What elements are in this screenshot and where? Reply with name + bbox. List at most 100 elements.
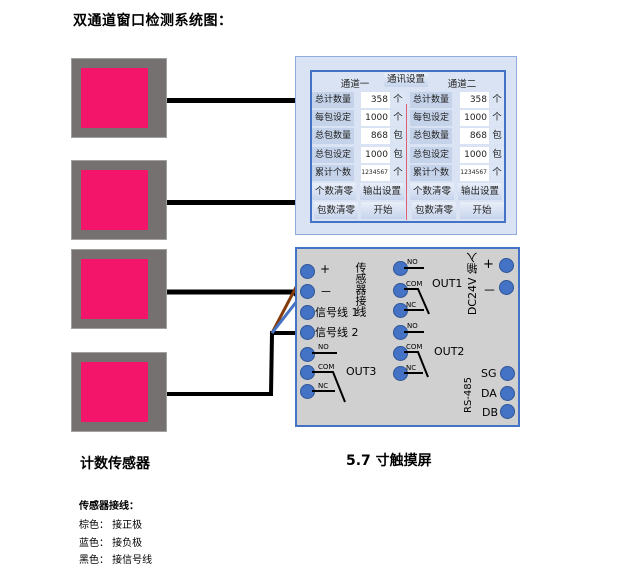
dc-minus-label: － — [483, 284, 497, 299]
out2-nc-label: NC — [406, 364, 417, 372]
ch1-value-cumulative[interactable]: 1234567 — [361, 165, 390, 181]
sensor-1-cable — [167, 98, 296, 103]
ch1-clear-packs-button[interactable]: 包数清零 — [314, 202, 358, 219]
dc-plus-label: + — [483, 257, 494, 272]
terminal-minus — [300, 284, 315, 299]
ch1-value-per-pack[interactable]: 1000 — [361, 110, 390, 126]
ch1-label-pack-setting: 总包设定 — [312, 147, 354, 163]
out3-contact — [312, 371, 346, 403]
out1-com-label: COM — [406, 280, 423, 288]
ch2-label-pack-setting: 总包设定 — [410, 147, 452, 163]
ch2-label-total-packs: 总包数量 — [410, 128, 452, 144]
ch2-clear-count-button[interactable]: 个数清零 — [410, 183, 454, 200]
ch1-unit-cumulative: 个 — [391, 165, 405, 181]
rs485-label: RS-485 — [463, 377, 474, 413]
channel-divider — [406, 104, 407, 220]
da-terminal — [500, 386, 515, 401]
sensor-4-signal-wire — [167, 331, 302, 396]
sg-terminal — [500, 366, 515, 381]
ch2-start-button[interactable]: 开始 — [460, 202, 504, 219]
sensor-face — [81, 362, 148, 422]
sensor-caption: 计数传感器 — [80, 456, 150, 472]
ch1-label-total-packs: 总包数量 — [312, 128, 354, 144]
legend-black: 黑色： 接信号线 — [79, 555, 153, 566]
ch1-output-settings-button[interactable]: 输出设置 — [360, 183, 404, 200]
ch2-value-total-count[interactable]: 358 — [460, 92, 489, 108]
ch1-clear-count-button[interactable]: 个数清零 — [312, 183, 356, 200]
sensor-face — [81, 68, 148, 128]
sensor-face — [81, 170, 148, 230]
ch1-value-total-packs[interactable]: 868 — [361, 128, 390, 144]
ch2-value-pack-setting[interactable]: 1000 — [460, 147, 489, 163]
channel-1-header: 通道一 — [340, 79, 370, 90]
ch2-label-total-count: 总计数量 — [410, 92, 452, 108]
out3-com-label: COM — [318, 363, 335, 371]
ch1-label-per-pack: 每包设定 — [312, 110, 354, 126]
ch1-label-cumulative: 累计个数 — [312, 165, 354, 181]
ch1-value-pack-setting[interactable]: 1000 — [361, 147, 390, 163]
out3-no-terminal — [300, 347, 315, 362]
terminal-board — [295, 247, 520, 427]
label-signal-2: 信号线 2 — [315, 326, 359, 339]
ch1-label-total-count: 总计数量 — [312, 92, 354, 108]
sg-label: SG — [481, 367, 497, 380]
terminal-plus — [300, 264, 315, 279]
out3-no-label: NO — [318, 343, 329, 351]
db-terminal — [500, 404, 515, 419]
ch2-value-total-packs[interactable]: 868 — [460, 128, 489, 144]
ch1-unit-total-packs: 包 — [391, 128, 405, 144]
out1-no-line — [404, 267, 424, 269]
touchscreen-caption: 5.7 寸触摸屏 — [346, 453, 432, 469]
out2-no-line — [404, 331, 424, 333]
sensor-wiring-vertical-label: 传感器接线 — [354, 262, 367, 317]
ch2-clear-packs-button[interactable]: 包数清零 — [412, 202, 456, 219]
ch2-unit-per-pack: 个 — [490, 110, 504, 126]
out2-no-label: NO — [407, 322, 418, 330]
out2-contact — [404, 351, 429, 378]
legend-blue: 蓝色： 接负极 — [79, 538, 143, 549]
terminal-signal-2 — [300, 325, 315, 340]
out1-nc-label: NC — [406, 301, 417, 309]
db-label: DB — [482, 406, 499, 419]
ch1-value-total-count[interactable]: 358 — [361, 92, 390, 108]
out1-no-label: NO — [407, 258, 418, 266]
dc24v-input-label: DC24V 输入 — [466, 252, 479, 316]
sensor-2-cable — [167, 200, 296, 205]
sensor-face — [81, 259, 148, 319]
da-label: DA — [481, 387, 497, 400]
terminal-signal-1 — [300, 305, 315, 320]
out1-label: OUT1 — [432, 277, 463, 290]
out3-no-line — [312, 352, 337, 354]
counting-sensor-4 — [71, 352, 167, 432]
out3-nc-label: NC — [318, 382, 329, 390]
label-signal-1: 信号线 1 — [315, 306, 359, 319]
page-title: 双通道窗口检测系统图： — [73, 13, 233, 29]
out2-com-label: COM — [406, 343, 423, 351]
out1-com-terminal — [393, 283, 408, 298]
ch1-start-button[interactable]: 开始 — [361, 202, 405, 219]
comm-settings-button[interactable]: 通讯设置 — [384, 73, 428, 87]
label-minus: － — [320, 285, 333, 299]
ch2-value-cumulative[interactable]: 1234567 — [460, 165, 489, 181]
dc-minus-terminal — [499, 280, 514, 295]
legend-brown: 棕色： 接正极 — [79, 520, 143, 531]
channel-2-header: 通道二 — [447, 79, 477, 90]
out2-label: OUT2 — [434, 345, 465, 358]
counting-sensor-3 — [71, 249, 167, 329]
ch1-unit-per-pack: 个 — [391, 110, 405, 126]
dc-plus-terminal — [499, 258, 514, 273]
ch2-unit-cumulative: 个 — [490, 165, 504, 181]
ch2-unit-pack-setting: 包 — [490, 147, 504, 163]
ch1-unit-total-count: 个 — [391, 92, 405, 108]
out3-label: OUT3 — [346, 365, 377, 378]
ch2-label-cumulative: 累计个数 — [410, 165, 452, 181]
out2-com-terminal — [393, 346, 408, 361]
counting-sensor-2 — [71, 160, 167, 240]
label-plus: + — [320, 262, 331, 276]
ch2-output-settings-button[interactable]: 输出设置 — [458, 183, 502, 200]
ch2-unit-total-packs: 包 — [490, 128, 504, 144]
ch2-value-per-pack[interactable]: 1000 — [460, 110, 489, 126]
ch2-label-per-pack: 每包设定 — [410, 110, 452, 126]
wiring-legend-title: 传感器接线： — [79, 501, 139, 512]
